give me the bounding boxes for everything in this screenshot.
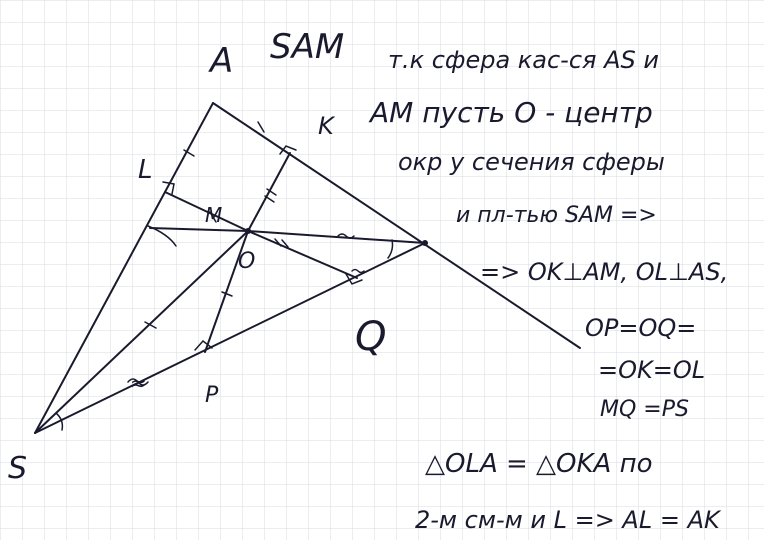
right-angle-Q: [345, 273, 363, 285]
tick-wave: [127, 378, 149, 386]
note-line-9: MQ =PS: [600, 397, 689, 422]
tick: [274, 238, 282, 247]
segment-SO: [34, 230, 249, 434]
right-angle-P: [194, 339, 213, 351]
segment-OQ: [247, 230, 358, 279]
segment-horizontal: [149, 227, 249, 232]
label-P: P: [205, 383, 219, 408]
angle-S: [55, 412, 64, 431]
note-line-3: AM пусть O - центр: [368, 96, 653, 129]
segment-OP: [204, 230, 249, 353]
label-M-small: M: [205, 203, 222, 227]
note-line-11: 2-м см-м и L => AL = AK: [415, 506, 722, 534]
point-O: [245, 228, 251, 234]
tick: [257, 121, 265, 133]
label-O: O: [238, 249, 255, 274]
side-AM-extended: [212, 102, 581, 349]
tick: [183, 149, 195, 157]
tick: [281, 239, 289, 248]
tick: [266, 188, 277, 196]
tick: [209, 211, 217, 223]
point-M: [422, 240, 428, 246]
right-angle-K: [279, 145, 297, 155]
side-SA: [34, 102, 214, 434]
side-SM: [34, 242, 426, 434]
label-K: K: [318, 112, 336, 140]
segment-LO: [164, 191, 249, 232]
note-line-7: OP=OQ=: [585, 314, 696, 342]
note-line-2: т.к сфера кас-ся AS и: [388, 46, 659, 74]
label-L: L: [138, 155, 153, 185]
label-S: S: [8, 451, 27, 486]
segment-OM: [247, 230, 426, 244]
approx-mark: ≈: [130, 371, 147, 395]
tick: [221, 291, 233, 297]
angle-M: [387, 239, 394, 259]
note-line-5: и пл-тью SAM =>: [456, 203, 657, 228]
note-line-10: △OLA = △OKA по: [425, 449, 653, 479]
label-A-top: A: [208, 41, 233, 81]
segment-OK: [247, 152, 291, 232]
note-line-6: => OK⊥AM, OL⊥AS,: [480, 258, 728, 286]
note-line-1: SAM: [270, 27, 344, 67]
tick: [144, 321, 157, 329]
right-angle-L: [162, 181, 175, 195]
tick-wave: [351, 268, 365, 274]
label-Q: Q: [355, 314, 386, 360]
tick: [264, 195, 275, 203]
note-line-8: =OK=OL: [598, 356, 705, 384]
tick-wave: [337, 233, 355, 239]
note-line-4: окр у сечения сферы: [398, 148, 665, 176]
angle-mark-left: [147, 225, 177, 247]
